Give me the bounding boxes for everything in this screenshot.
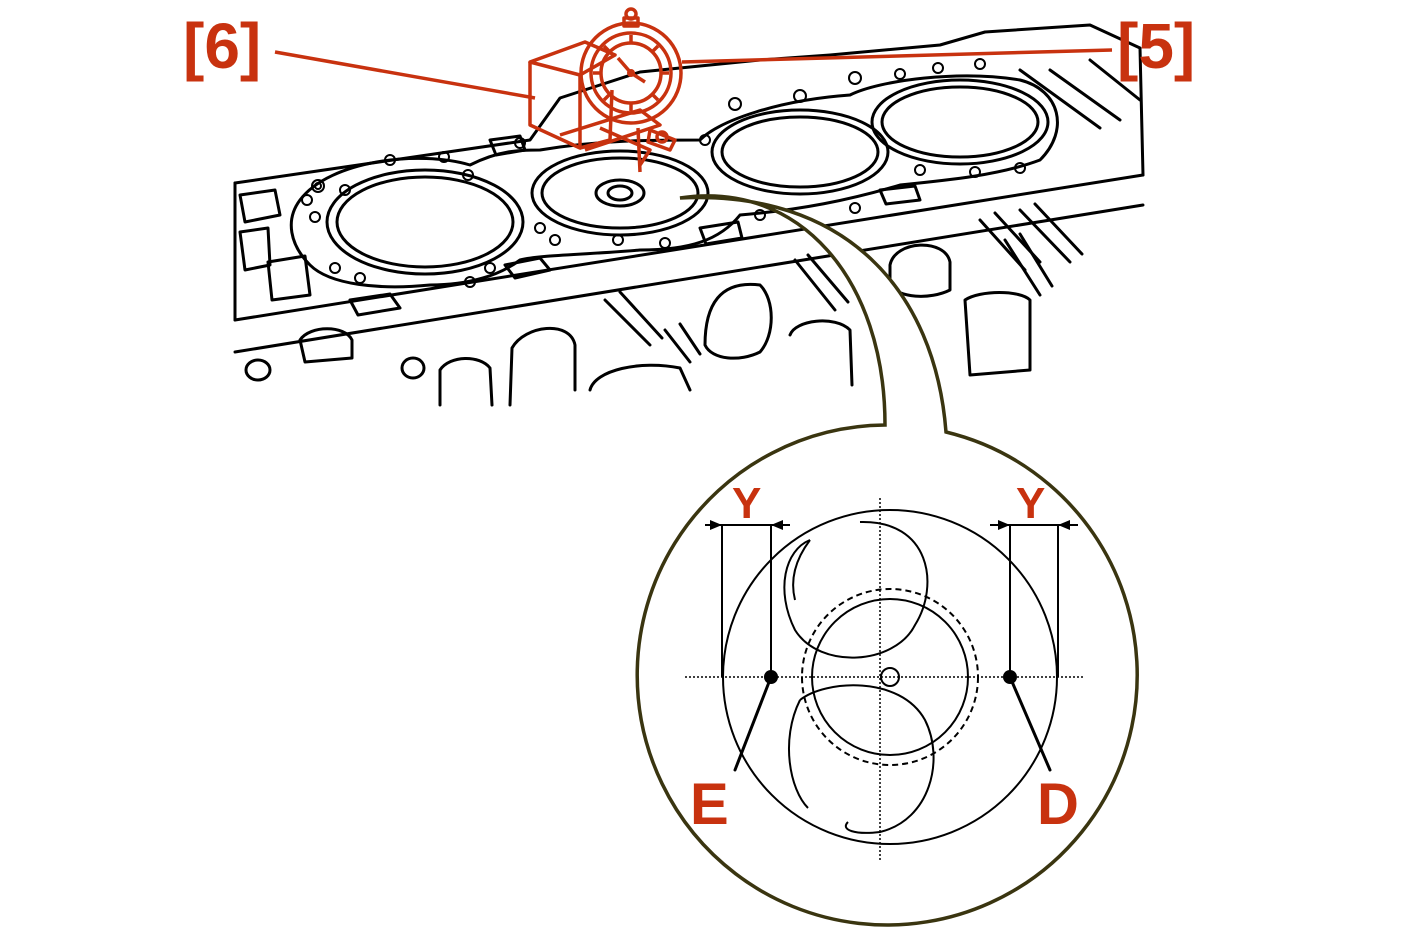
callout-label-6: [6] (183, 10, 262, 82)
leader-line-6 (274, 50, 536, 100)
bore-detail-view (685, 498, 1085, 862)
leader-line-5 (681, 48, 1113, 64)
cylinder-block (233, 23, 1145, 407)
point-label-d: D (1037, 772, 1079, 837)
callout-label-5: [5] (1117, 10, 1196, 82)
point-label-e: E (690, 772, 729, 837)
dimension-label-y-right: Y (1016, 479, 1046, 528)
dimension-label-y-left: Y (732, 479, 762, 528)
dial-indicator-icon (528, 7, 683, 173)
magnifier-outline (635, 194, 1139, 927)
